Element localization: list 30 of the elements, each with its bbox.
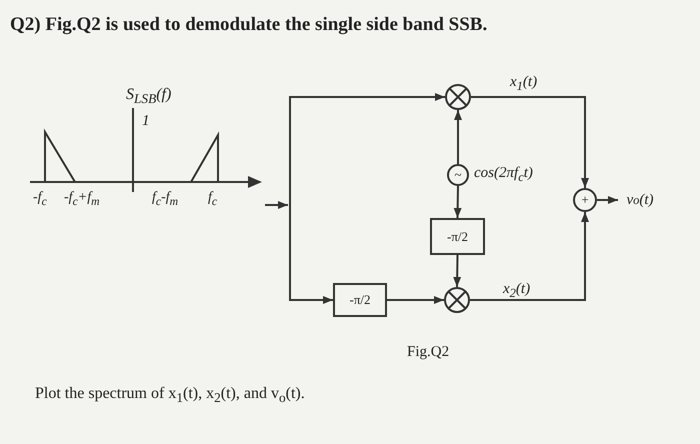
figure-caption: Fig.Q2 [407,344,450,361]
amplitude-value: 1 [142,113,150,130]
spectrum-label: S$_{LSB}$(f) [126,86,172,108]
axis-label: -f$_{c}$ [33,190,47,208]
arrow [265,201,288,209]
axis-label: f$_{c}$ [208,190,218,208]
arrow [453,254,462,288]
arrow [470,212,589,301]
arrow [454,110,462,164]
arrow [387,296,444,304]
phase-shift-box: -π/2 [333,283,387,317]
phase-shift-box: -π/2 [430,218,485,255]
multiplier-symbol [444,287,470,313]
symbol-text: ~ [454,167,462,183]
arrow [597,196,618,204]
axis-label: -f$_{c}$+f$_{m}$ [64,190,100,208]
multiplier-symbol [445,84,471,110]
arrow [471,96,589,188]
signal-label: cos(2πf$_{c}$t) [474,165,533,185]
symbol-text: + [581,192,589,208]
summer-circle [573,188,597,212]
branch-line [289,93,445,205]
edge-label: x$_{2}$(t) [503,281,530,301]
edge-label: x$_{1}$(t) [510,74,538,94]
title-text: Q2) Fig.Q2 is used to demodulate the single side band SSB. [10,14,488,36]
axis-label: f$_{c}$-f$_{m}$ [152,190,178,208]
arrow [454,186,462,218]
question-text: Plot the spectrum of x$_{1}$(t), x$_{2}$(t), and v$_{o}$(t). [35,385,305,406]
branch-line [289,205,333,304]
oscillator-circle [447,164,469,186]
